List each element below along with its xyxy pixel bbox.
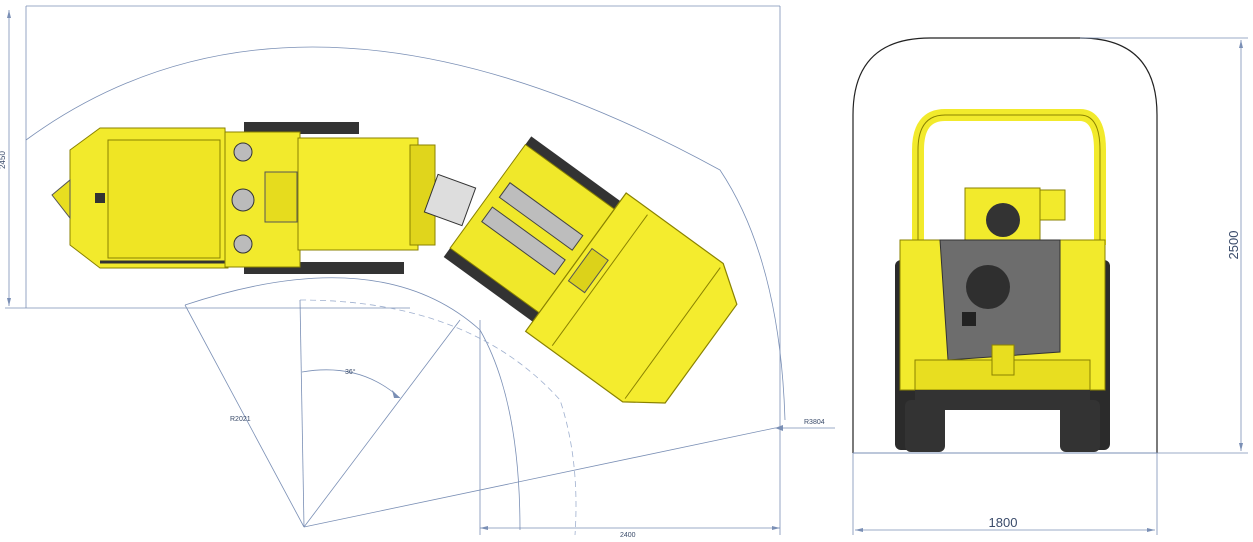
front-width-label: 1800 <box>989 515 1018 530</box>
front-left-tire <box>905 400 945 452</box>
boom-cylinder <box>498 182 584 251</box>
inner-arc <box>184 277 521 531</box>
tow-hitch <box>51 178 71 220</box>
angle-label: 36° <box>345 368 356 376</box>
articulation-joint <box>423 173 477 227</box>
radius-line-center <box>299 299 305 528</box>
cooling-fan <box>986 203 1020 237</box>
bucket <box>524 192 738 404</box>
rear-plate <box>107 139 221 259</box>
radius-line-right <box>303 319 461 528</box>
engine-hood <box>297 137 419 251</box>
machine-front-view <box>895 109 1110 452</box>
outer-radius-label: R3804 <box>804 419 825 426</box>
angle-arc <box>301 369 401 399</box>
width-dimension-label: 2400 <box>620 532 636 539</box>
front-view: 2500 1800 <box>852 37 1248 535</box>
front-height-label: 2500 <box>1226 231 1241 260</box>
radius-line-outer <box>303 427 776 528</box>
top-view: 2450 36° R2021 R3804 2400 <box>0 5 835 539</box>
radiator-grille <box>966 265 1010 309</box>
bumper-shadow <box>915 390 1090 410</box>
wheel-hub-bottom <box>233 234 253 254</box>
upper-track <box>244 122 359 134</box>
machine-top-view <box>51 122 738 404</box>
tunnel-profile <box>852 37 1158 453</box>
wheel-hub-top <box>233 142 253 162</box>
radius-line-left <box>184 304 305 528</box>
hitch-pin <box>95 193 105 203</box>
front-right-tire <box>1060 400 1100 452</box>
outer-sweep-arc <box>25 46 786 421</box>
wheel-hub-center <box>231 188 255 212</box>
tow-hook <box>991 344 1015 376</box>
height-dimension-label: 2450 <box>0 151 7 169</box>
mid-arc <box>299 299 577 536</box>
inner-radius-label: R2021 <box>230 416 251 423</box>
